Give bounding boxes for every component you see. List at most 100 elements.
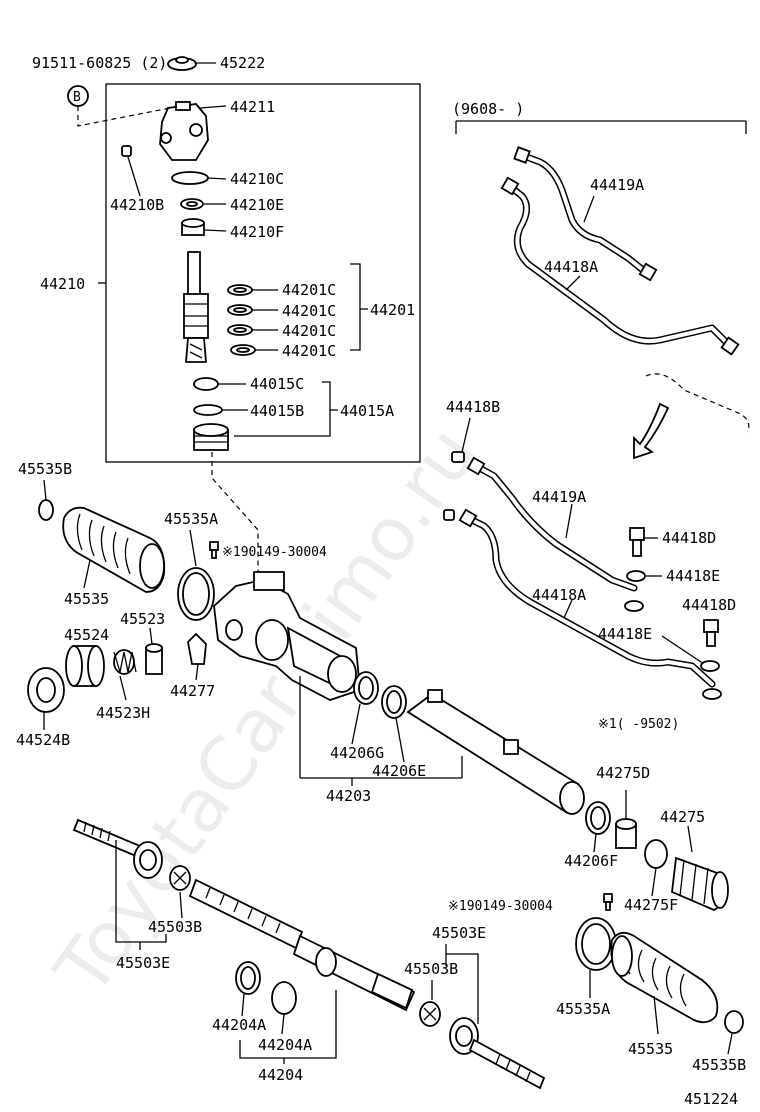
part-190149-bolt-bottom <box>603 893 613 903</box>
leader-44419A <box>565 503 573 539</box>
leader-44210F <box>204 229 227 232</box>
bracket-44201 <box>350 263 368 351</box>
part-44275F-oring <box>644 839 668 869</box>
leader-45535B-left <box>43 479 47 501</box>
label-44210B: 44210B <box>110 196 164 214</box>
label-44418D-2: 44418D <box>682 596 736 614</box>
part-44210B-plug <box>121 145 132 157</box>
part-44015B-oring <box>193 404 223 416</box>
bracket-45503E-left <box>115 840 167 950</box>
part-44015C-seal <box>193 377 219 391</box>
label-44275F: 44275F <box>624 896 678 914</box>
label-44201C-4: 44201C <box>282 342 336 360</box>
part-44418B-plug-2 <box>443 509 455 521</box>
leader-44418A-top <box>565 275 581 291</box>
label-190149-top: ※190149-30004 <box>222 545 327 560</box>
part-45523-rack-guide <box>145 643 163 675</box>
label-44206G: 44206G <box>330 744 384 762</box>
label-44201: 44201 <box>370 301 415 319</box>
leader-44204A-2 <box>281 1013 285 1035</box>
label-44524B: 44524B <box>16 731 70 749</box>
part-44204-rack <box>188 878 416 1012</box>
leader-44523H <box>119 675 127 701</box>
label-44210E: 44210E <box>230 196 284 214</box>
label-44015A: 44015A <box>340 402 394 420</box>
label-44206F: 44206F <box>564 852 618 870</box>
leader-44206F <box>593 833 597 853</box>
part-190149-bolt-top <box>209 541 219 551</box>
leader-45503B-left <box>179 891 183 919</box>
leader-44277 <box>195 663 199 681</box>
part-44204A-oring <box>271 981 297 1015</box>
leader-44211 <box>199 105 227 109</box>
part-45503B-right-nut <box>419 1001 441 1027</box>
label-45503E-left: 45503E <box>116 954 170 972</box>
dashed-reference-outline <box>645 373 750 433</box>
label-44418A-top: 44418A <box>544 258 598 276</box>
leader-44210B <box>127 156 141 197</box>
label-44211: 44211 <box>230 98 275 116</box>
part-45535B-clip-right <box>724 1010 744 1034</box>
period-label-top: (9608- ) <box>452 100 524 118</box>
label-45523: 45523 <box>120 610 165 628</box>
label-45503E-right: 45503E <box>432 924 486 942</box>
part-190149-bolt-top-shank <box>211 549 217 559</box>
leader-44418A <box>563 599 573 619</box>
bracket-44204 <box>239 990 337 1064</box>
part-44206F-seal-inner <box>590 806 606 830</box>
leader-45535-left <box>83 559 91 589</box>
valve-assembly-frame <box>105 83 421 463</box>
part-44418D-bolt-1 <box>629 527 645 557</box>
part-44418E-washer-1b <box>624 600 644 612</box>
leader-45535-right <box>653 995 659 1035</box>
label-44015C: 44015C <box>250 375 304 393</box>
label-44418A: 44418A <box>532 586 586 604</box>
part-44275-end-stopper <box>671 856 729 912</box>
label-45503B-right: 45503B <box>404 960 458 978</box>
leader-44418E-2 <box>661 635 705 665</box>
label-45503B-left: 45503B <box>148 918 202 936</box>
part-44524B-locknut <box>27 667 65 713</box>
bracket-45503E-right <box>445 944 479 1024</box>
label-44418E-1: 44418E <box>666 567 720 585</box>
label-45535B-left: 45535B <box>18 460 72 478</box>
label-44201C-3: 44201C <box>282 322 336 340</box>
pipe-44418A-top <box>500 176 740 356</box>
leader-44275 <box>687 825 693 853</box>
label-44201C-2: 44201C <box>282 302 336 320</box>
leader-45523 <box>149 627 153 645</box>
label-44210F: 44210F <box>230 223 284 241</box>
part-44210C-oring <box>171 171 209 185</box>
part-tie-rod-right <box>449 1017 546 1090</box>
pipe-44419A <box>466 456 638 592</box>
change-arrow <box>633 402 670 460</box>
label-45222: 45222 <box>220 54 265 72</box>
part-44201C-seal-rings <box>227 284 256 356</box>
label-91511-60825: 91511-60825 (2) <box>32 54 167 72</box>
label-44419A: 44419A <box>532 488 586 506</box>
part-44418E-washer-2b <box>702 688 722 700</box>
leader-44419A-top <box>583 195 595 223</box>
part-44015A-seal <box>193 423 229 451</box>
part-45535B-clip-left <box>38 499 54 521</box>
pipe-44419A-top <box>513 146 658 282</box>
circle-b-label: B <box>73 90 81 105</box>
part-44275D-bushing <box>615 818 637 849</box>
leader-44275F <box>651 867 657 897</box>
label-44201C-1: 44201C <box>282 281 336 299</box>
dashed-leader-b <box>77 106 171 127</box>
part-44418E-washer-1 <box>626 570 646 582</box>
part-44210F-bushing <box>181 218 205 236</box>
label-45535A-right: 45535A <box>556 1000 610 1018</box>
period-note: ※1( -9502) <box>598 717 679 732</box>
label-44523H: 44523H <box>96 704 150 722</box>
part-44204A-seal <box>235 961 261 995</box>
label-44418D-1: 44418D <box>662 529 716 547</box>
part-44523H-spring <box>113 649 137 675</box>
label-44419A-top: 44419A <box>590 176 644 194</box>
part-45524-plug <box>65 645 105 687</box>
part-45535-boot-right <box>610 931 719 1024</box>
label-44418E-2: 44418E <box>598 625 652 643</box>
label-44210: 44210 <box>40 275 85 293</box>
part-44210E-washer-hole <box>186 201 198 207</box>
